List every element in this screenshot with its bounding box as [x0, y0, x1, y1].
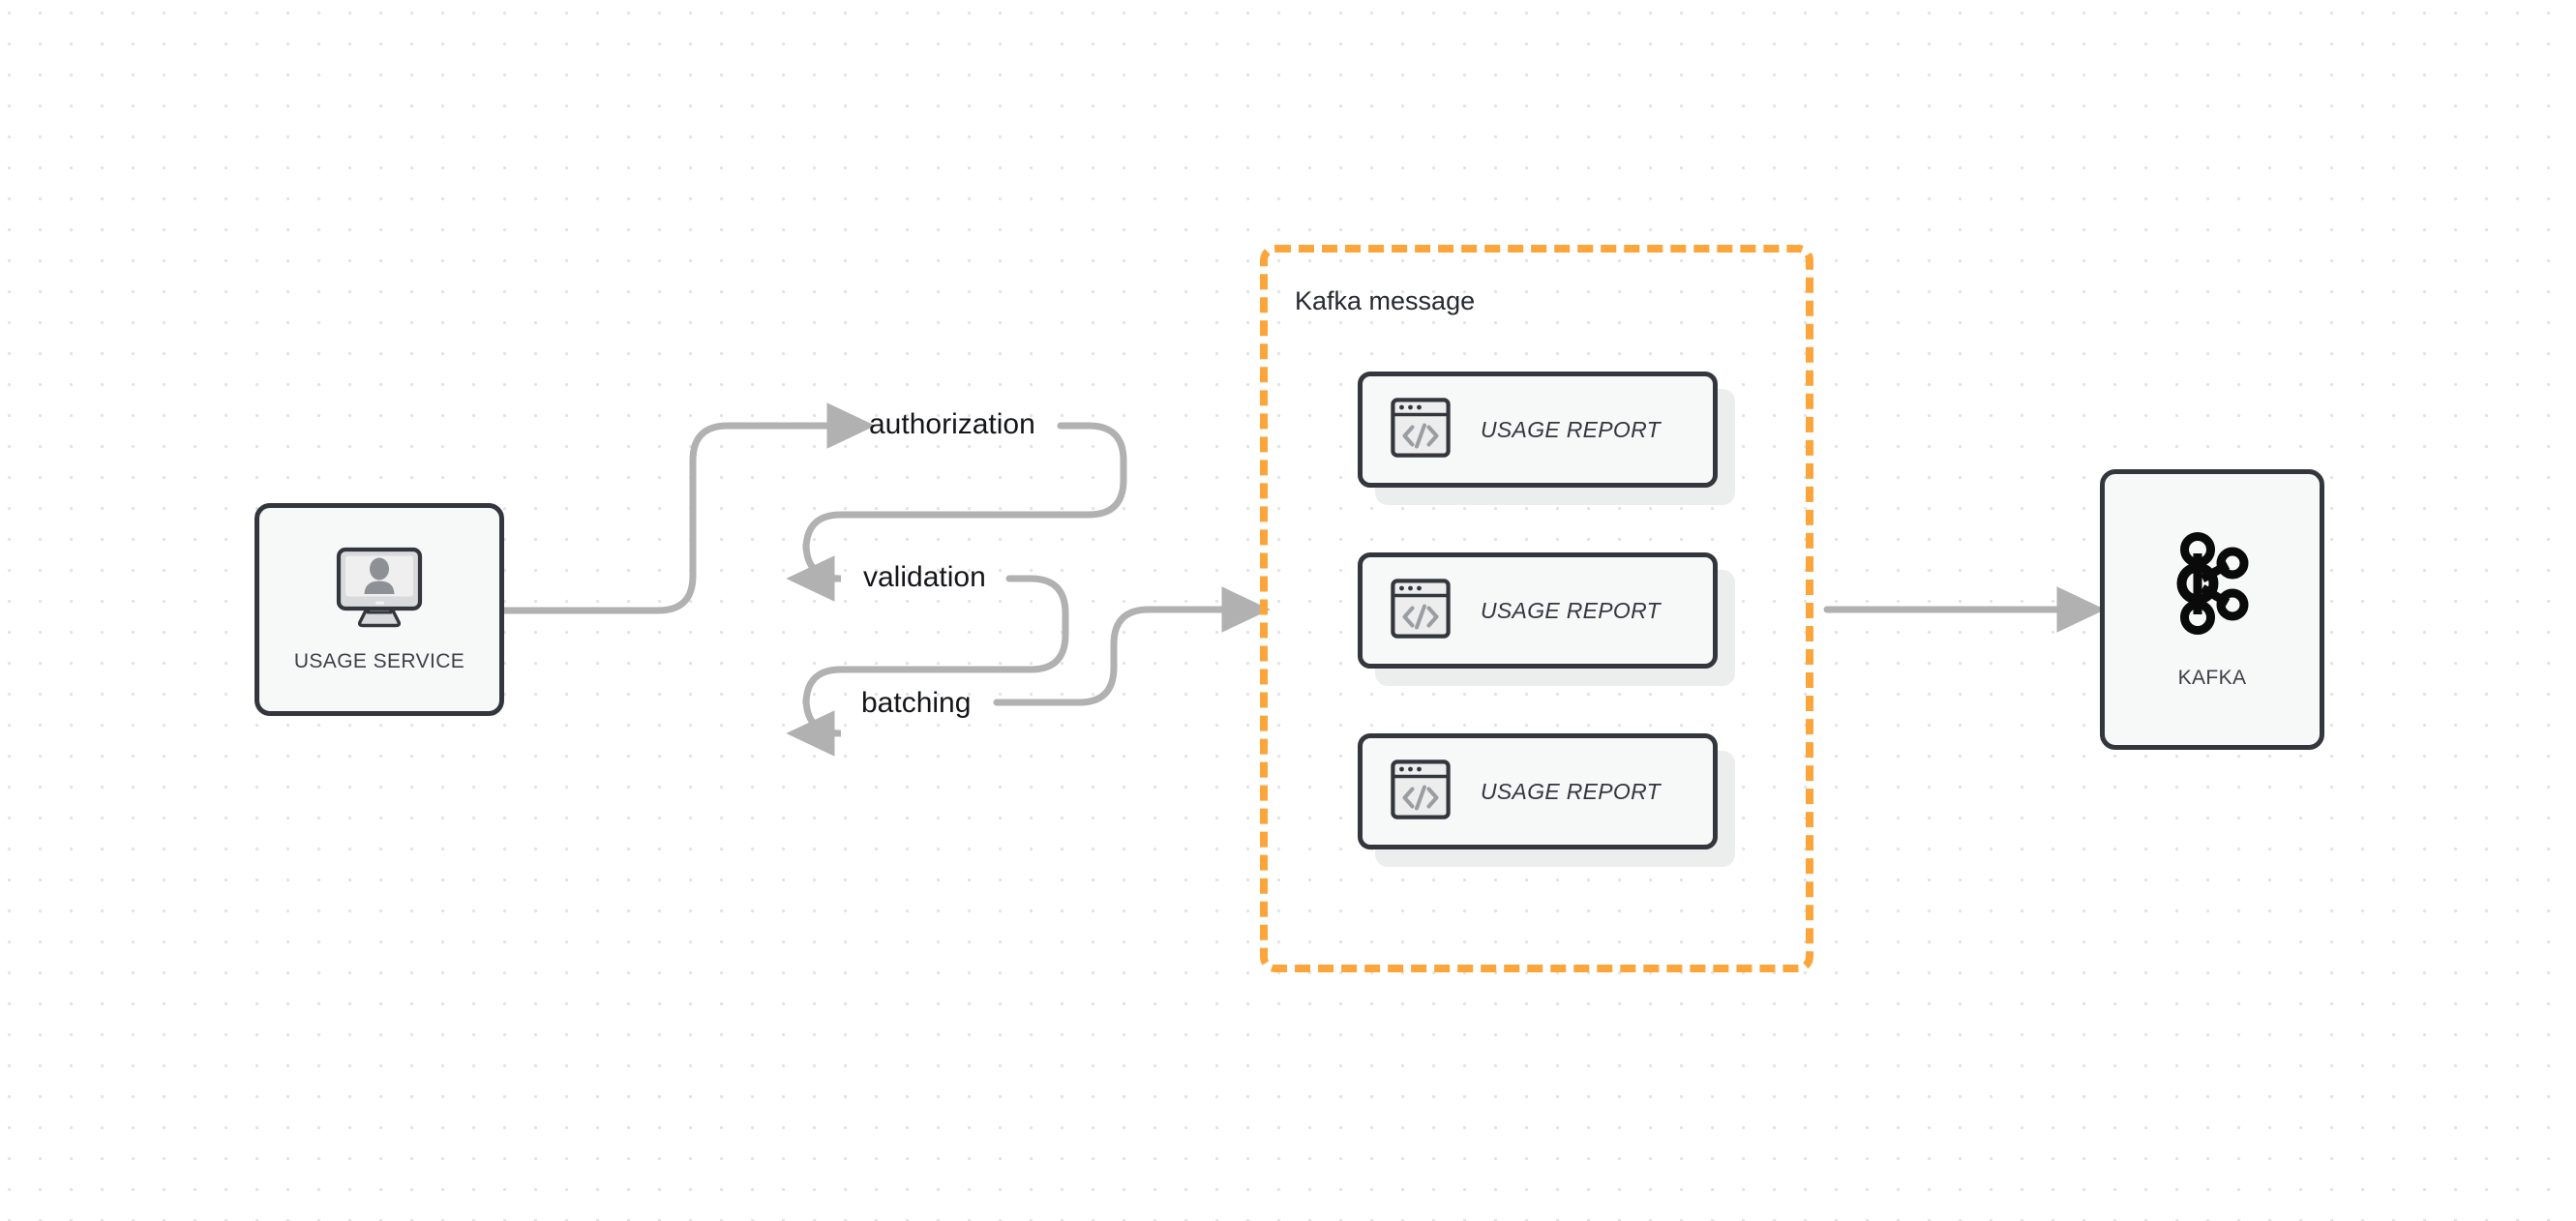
- edge-authorization-to-validation: [786, 422, 1127, 602]
- node-kafka[interactable]: KAFKA: [2100, 469, 2324, 750]
- usage-report-label: USAGE REPORT: [1481, 416, 1661, 442]
- node-label-usage-service: USAGE SERVICE: [293, 649, 465, 672]
- usage-report-label: USAGE REPORT: [1481, 597, 1661, 623]
- card-front: USAGE REPORT: [1358, 733, 1718, 849]
- node-usage-service[interactable]: USAGE SERVICE: [255, 503, 504, 716]
- code-window-icon: [1391, 397, 1451, 462]
- card-front: USAGE REPORT: [1358, 552, 1718, 669]
- kafka-logo-icon: [2168, 530, 2257, 641]
- usage-report-card[interactable]: USAGE REPORT: [1358, 552, 1735, 686]
- step-label-authorization[interactable]: authorization: [869, 408, 1035, 440]
- edge-batching-to-kafka-message: [993, 586, 1271, 706]
- step-label-batching[interactable]: batching: [861, 687, 972, 719]
- code-window-icon: [1391, 578, 1451, 643]
- step-label-validation[interactable]: validation: [863, 561, 986, 593]
- group-kafka-message[interactable]: Kafka message USAGE REP: [1260, 245, 1813, 972]
- usage-report-card[interactable]: USAGE REPORT: [1358, 733, 1735, 867]
- node-label-kafka: KAFKA: [2177, 666, 2247, 689]
- code-window-icon: [1391, 759, 1451, 824]
- group-title-kafka-message: Kafka message: [1295, 286, 1476, 315]
- usage-report-label: USAGE REPORT: [1481, 778, 1661, 804]
- usage-report-card[interactable]: USAGE REPORT: [1358, 372, 1735, 505]
- card-front: USAGE REPORT: [1358, 372, 1718, 488]
- edge-usage-service-to-authorization: [500, 402, 876, 614]
- monitor-user-icon: [335, 547, 424, 633]
